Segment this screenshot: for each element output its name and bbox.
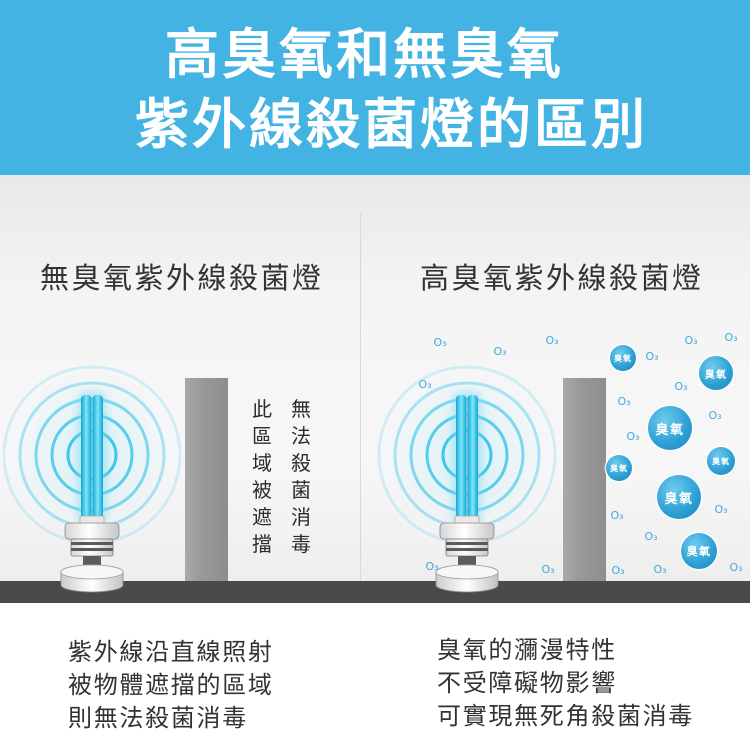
- o3-molecule-icon: O₃: [425, 560, 439, 573]
- caption-line: 則無法殺菌消毒: [68, 704, 248, 732]
- ozone-bubble-icon: 臭氧: [681, 533, 717, 569]
- ozone-bubble-icon: 臭氧: [648, 406, 692, 450]
- o3-molecule-icon: O₃: [610, 509, 624, 522]
- o3-molecule-icon: O₃: [418, 378, 432, 391]
- uv-lamp-tube: [92, 395, 103, 523]
- uv-lamp-tube: [456, 395, 467, 523]
- caption-line: 被物體遮擋的區域: [68, 671, 274, 699]
- o3-molecule-icon: O₃: [611, 564, 625, 577]
- o3-molecule-icon: O₃: [653, 563, 667, 576]
- caption-high-ozone: 臭氧的瀰漫特性 不受障礙物影響 可實現無死角殺菌消毒: [437, 634, 694, 733]
- o3-molecule-icon: O₃: [708, 409, 722, 422]
- o3-molecule-icon: O₃: [541, 563, 555, 576]
- o3-molecule-icon: O₃: [729, 561, 743, 574]
- ozone-bubble-icon: 臭氧: [707, 447, 735, 475]
- uv-lamp-tube: [467, 395, 478, 523]
- title-line-2: 紫外線殺菌燈的區別: [135, 93, 648, 156]
- o3-molecule-icon: O₃: [493, 345, 507, 358]
- uv-lamp-icon: [435, 391, 499, 593]
- caption-line: 不受障礙物影響: [437, 669, 617, 697]
- lamp-neck: [458, 556, 476, 567]
- obstacle-wall-left: [185, 378, 228, 581]
- o3-molecule-icon: O₃: [626, 430, 640, 443]
- o3-molecule-icon: O₃: [644, 530, 658, 543]
- caption-line: 紫外線沿直線照射: [68, 638, 274, 666]
- blocked-area-note-column-1: 此區域被遮擋: [252, 397, 272, 556]
- socket-rib: [446, 542, 488, 545]
- uv-lamp-icon: [60, 391, 124, 593]
- o3-molecule-icon: O₃: [545, 334, 559, 347]
- lamp-neck: [83, 556, 101, 567]
- caption-line: 可實現無死角殺菌消毒: [437, 702, 694, 730]
- lamp-base-top: [435, 564, 499, 580]
- ozone-bubble-icon: 臭氧: [699, 356, 733, 390]
- center-divider: [360, 213, 361, 581]
- title-banner: 高臭氧和無臭氧 紫外線殺菌燈的區別: [0, 0, 750, 175]
- o3-molecule-icon: O₃: [674, 380, 688, 393]
- o3-molecule-icon: O₃: [645, 350, 659, 363]
- ground-bar: [0, 581, 750, 603]
- o3-molecule-icon: O₃: [433, 336, 447, 349]
- caption-no-ozone: 紫外線沿直線照射 被物體遮擋的區域 則無法殺菌消毒: [68, 636, 274, 735]
- heading-high-ozone-lamp: 高臭氧紫外線殺菌燈: [420, 261, 704, 295]
- lamp-base-top: [60, 564, 124, 580]
- o3-molecule-icon: O₃: [617, 395, 631, 408]
- o3-molecule-icon: O₃: [714, 503, 728, 516]
- socket-rib: [71, 542, 113, 545]
- heading-no-ozone-lamp: 無臭氧紫外線殺菌燈: [40, 261, 324, 295]
- ozone-bubble-icon: 臭氧: [610, 345, 636, 371]
- title-line-1: 高臭氧和無臭氧: [165, 23, 564, 86]
- uv-lamp-tube: [81, 395, 92, 523]
- ozone-bubble-icon: 臭氧: [606, 455, 632, 481]
- socket-rib: [446, 548, 488, 551]
- blocked-area-note-column-2: 無法殺菌消毒: [291, 397, 311, 556]
- obstacle-wall-right: [563, 378, 606, 581]
- caption-line: 臭氧的瀰漫特性: [437, 636, 617, 664]
- ozone-bubble-icon: 臭氧: [657, 475, 701, 519]
- o3-molecule-icon: O₃: [684, 334, 698, 347]
- o3-molecule-icon: O₃: [724, 331, 738, 344]
- socket-rib: [71, 548, 113, 551]
